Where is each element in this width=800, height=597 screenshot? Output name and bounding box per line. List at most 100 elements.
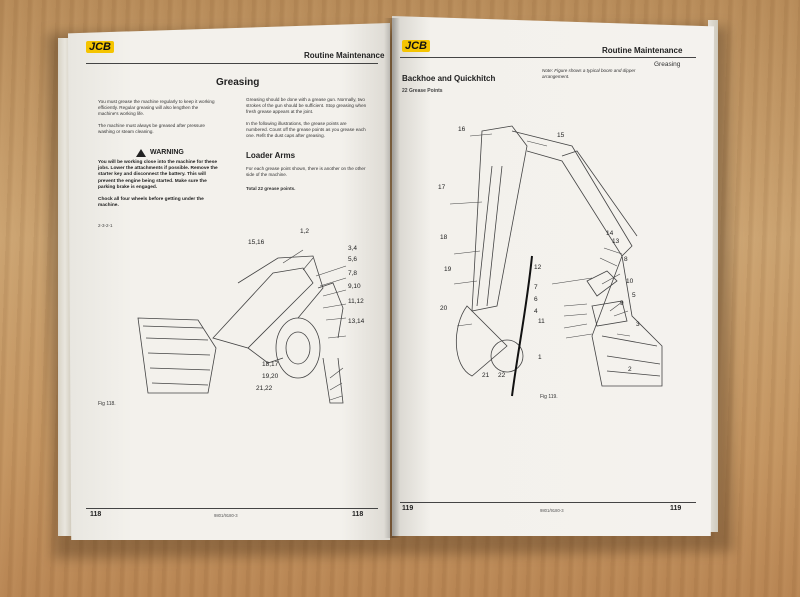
callout-label: 15 [557,132,565,139]
warning-line: starter key and disconnect the battery. … [98,172,206,178]
warning-line: Chock all four wheels before getting und… [98,197,204,203]
text-line: arrangement. [542,74,570,79]
callout-label: 2 [628,366,632,373]
page-number: 118 [90,511,102,518]
text-line: The machine must always be greased after… [98,123,205,128]
warning-code: 2-3-2-1 [98,223,113,228]
callout-label: 3,4 [348,245,358,252]
page-number: 118 [352,511,364,518]
callout-label: 19,20 [262,373,279,380]
intro-text: You must grease the machine regularly to… [98,99,226,135]
callout-label: 19 [444,266,452,273]
callout-label: 10 [626,278,634,285]
figure-note: Note: Figure shows a typical boom and di… [542,68,692,80]
loader-arms-text: For each grease point shown, there is an… [246,166,380,178]
text-line: strokes of the gun should be sufficient.… [246,103,367,108]
text-line: washing or steam cleaning. [98,129,154,134]
right-page: JCB Routine Maintenance Greasing Backhoe… [392,16,714,536]
callout-label: 5,6 [348,256,358,263]
callout-label: 18,17 [262,361,279,368]
kingpost [455,305,508,377]
left-section-title: Greasing [216,77,260,88]
figure-caption: Fig 118. [98,401,116,407]
callout-label: 9,10 [348,283,361,290]
text-line: Note: Figure shows a typical boom and di… [542,68,636,73]
loader-arms-figure [137,249,347,404]
dipper [511,130,633,257]
loader-arm [212,267,314,349]
callout-label: 4 [534,308,538,315]
text-line: one. Refit the dust caps after greasing. [246,133,325,138]
warning-triangle-icon [136,149,146,157]
text-line: Greasing should be done with a grease gu… [246,97,365,102]
callout-label: 16 [458,126,466,133]
callout-label: 1 [538,354,542,361]
text-line: efficiently. Regular greasing will also … [98,105,199,110]
text-line: machine's working life. [98,111,145,116]
callout-label: 21 [482,372,490,379]
left-header-title: Routine Maintenance [304,51,385,60]
footer-rule [400,502,696,503]
warning-line: machine. [98,203,119,209]
footer-rule [86,508,378,509]
figure-caption: Fig 119. [540,394,558,400]
callout-label: 18 [440,234,448,241]
loader-bucket [137,317,217,394]
callout-label: 1,2 [300,228,310,235]
callout-label: 14 [606,230,614,237]
callout-label: 3 [636,321,640,328]
total-grease-points: Total 22 grease points. [246,186,296,191]
page-stack-edge-left [58,38,72,536]
document-code: 9801/9180-3 [214,513,238,518]
callout-label: 22 [498,372,506,379]
callout-label: 7 [534,284,538,291]
front-wheel [275,317,321,379]
text-line: You must grease the machine regularly to… [98,99,215,104]
backhoe-figure [449,125,663,397]
callout-label: 15,16 [248,239,265,246]
callout-label: 5 [632,292,636,299]
warning-line: jobs. Lower the attachments if possible.… [98,166,218,172]
callout-label: 17 [438,184,446,191]
book-spine-shadow [384,18,400,538]
text-line: side of the machine. [246,172,288,177]
callout-label: 8 [624,256,628,263]
boom [471,125,528,312]
callout-label: 13 [612,238,620,245]
text-line: numbered. Count off the grease points as… [246,127,366,132]
callout-label: 21,22 [256,385,273,392]
backhoe-heading: Backhoe and Quickhitch [402,74,496,83]
detail-circle [490,339,524,373]
cab-outline [237,255,324,319]
warning-line: parking brake is engaged. [98,184,158,190]
callout-label: 9 [620,300,624,307]
callout-label: 11 [538,318,545,325]
document-code: 9801/9180-3 [540,508,564,513]
warning-box: WARNING You will be working close into t… [98,149,228,210]
warning-line: prevent the engine being started. Make s… [98,178,207,184]
page-stack-edge-right [708,20,718,532]
right-header-title: Routine Maintenance [602,46,683,55]
jcb-logo: JCB [86,41,115,53]
callout-label: 6 [534,296,538,303]
left-page: JCB Routine Maintenance Greasing You mus… [68,23,390,540]
bucket [591,254,663,387]
text-line: fresh grease appears at the joint. [246,109,314,114]
text-line: In the following illustrations, the grea… [246,121,347,126]
page-number: 119 [670,505,682,512]
right-header-subtitle: Greasing [654,61,681,68]
grease-points-count: 22 Grease Points [402,88,443,94]
text-line: For each grease point shown, there is an… [246,166,366,171]
warning-heading: WARNING [136,149,228,157]
warning-line: You will be working close into the machi… [98,160,218,165]
callout-label: 20 [440,305,448,312]
header-rule [86,63,378,64]
loader-arms-heading: Loader Arms [246,151,296,160]
header-rule [400,57,696,58]
callout-label: 11,12 [348,298,364,305]
callout-label: 7,8 [348,270,358,277]
callout-label: 13,14 [348,318,365,325]
jcb-logo: JCB [402,40,431,52]
greasing-instructions: Greasing should be done with a grease gu… [246,97,380,139]
callout-label: 12 [534,264,542,271]
